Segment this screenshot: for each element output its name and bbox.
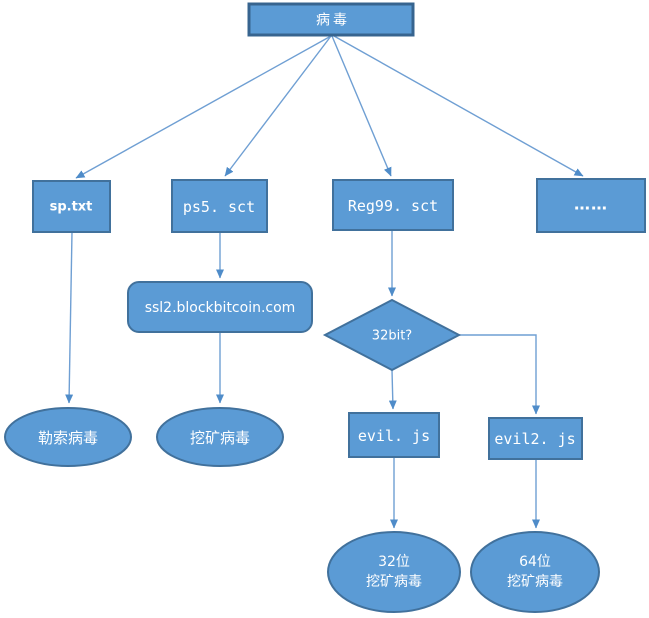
node-mining64-ellipse bbox=[470, 531, 600, 613]
edge-decision-evil1 bbox=[388, 369, 397, 410]
node-sp-label: sp.txt bbox=[50, 200, 93, 215]
node-root-label: 病毒 bbox=[316, 13, 350, 29]
edge-decision-evil2 bbox=[459, 334, 540, 415]
node-domain-box bbox=[127, 281, 313, 333]
node-ransom-ellipse bbox=[4, 407, 132, 467]
node-others-box bbox=[536, 178, 646, 233]
node-mining-label: 挖矿病毒 bbox=[190, 429, 250, 447]
edge-root-reg99 bbox=[331, 35, 392, 177]
node-evil1-label: evil. js bbox=[358, 427, 430, 445]
node-ps5-box bbox=[171, 179, 268, 233]
node-reg99-box bbox=[332, 179, 454, 231]
node-mining32-label-line1: 32位 bbox=[378, 554, 410, 570]
node-root-box bbox=[247, 2, 415, 37]
node-domain-label: ssl2.blockbitcoin.com bbox=[145, 300, 296, 316]
node-reg99-label: Reg99. sct bbox=[348, 197, 438, 215]
node-others-label: …… bbox=[574, 195, 608, 214]
node-mining32-label-line2: 挖矿病毒 bbox=[366, 574, 422, 590]
node-decision-diamond bbox=[322, 298, 462, 372]
node-mining-ellipse bbox=[156, 407, 284, 467]
node-decision-label: 32bit? bbox=[372, 329, 412, 344]
node-evil2-box bbox=[488, 417, 583, 460]
node-ransom-label: 勒索病毒 bbox=[38, 429, 98, 447]
edge-root-sp bbox=[75, 35, 332, 179]
node-evil1-box bbox=[348, 412, 440, 458]
node-mining64-label-line2: 挖矿病毒 bbox=[507, 574, 563, 590]
node-mining32-ellipse bbox=[327, 531, 461, 613]
edge-root-others bbox=[333, 35, 584, 177]
edge-root-ps5 bbox=[224, 35, 332, 177]
node-ps5-label: ps5. sct bbox=[183, 198, 255, 216]
node-mining64-label-line1: 64位 bbox=[519, 554, 551, 570]
node-sp-box bbox=[32, 180, 111, 233]
edge-sp-ransom bbox=[65, 231, 74, 404]
node-evil2-label: evil2. js bbox=[494, 430, 575, 448]
